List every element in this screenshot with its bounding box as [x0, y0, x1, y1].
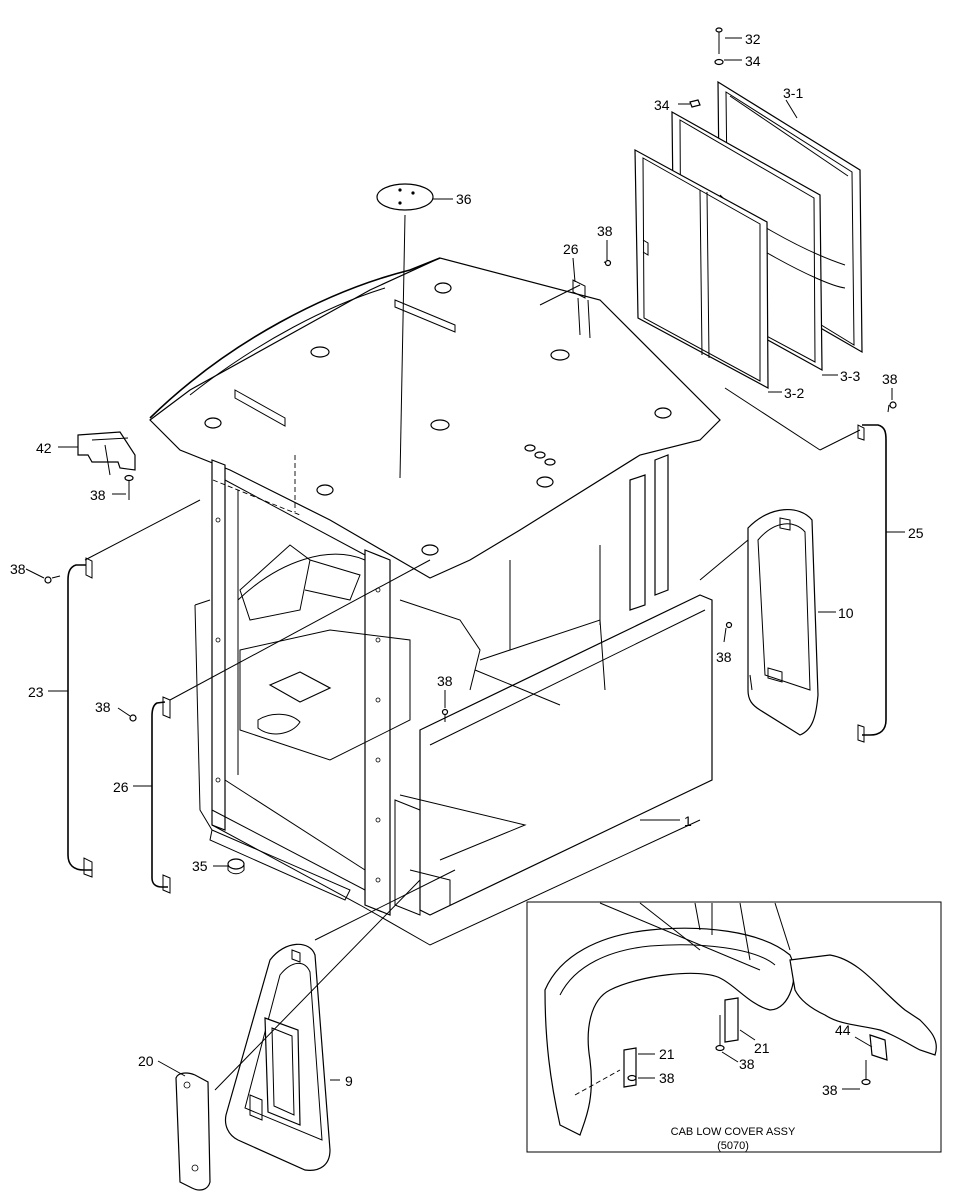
- label-38h: 38: [659, 1070, 675, 1086]
- label-38j: 38: [822, 1082, 838, 1098]
- leader-lines: [25, 37, 905, 1091]
- handrail-upper: [572, 259, 612, 339]
- label-38g: 38: [95, 699, 111, 715]
- roof-cap: [376, 183, 434, 479]
- label-21a: 21: [659, 1046, 675, 1062]
- cab-frame-assembly: [149, 257, 721, 946]
- label-38e: 38: [716, 649, 732, 665]
- label-34b: 34: [654, 97, 670, 113]
- label-38b: 38: [882, 371, 898, 387]
- inset-caption: CAB LOW COVER ASSY: [671, 1126, 796, 1138]
- inset-code: (5070): [717, 1140, 749, 1152]
- label-38f: 38: [437, 673, 453, 689]
- label-36: 36: [456, 191, 472, 207]
- washer-34: [714, 58, 724, 66]
- bracket-42: [77, 431, 136, 500]
- label-42: 42: [36, 440, 52, 456]
- label-25: 25: [908, 525, 924, 541]
- label-38c: 38: [90, 487, 106, 503]
- label-35: 35: [192, 858, 208, 874]
- label-9: 9: [345, 1073, 353, 1089]
- washer-34b: [689, 99, 701, 108]
- rear-right-pillar: [629, 474, 646, 611]
- handrail-left-long: [44, 557, 93, 878]
- label-23: 23: [28, 684, 44, 700]
- label-10: 10: [838, 605, 854, 621]
- label-3-1: 3-1: [783, 85, 803, 101]
- front-center-pillar: [364, 549, 391, 916]
- handrail-right: [857, 401, 897, 743]
- label-21b: 21: [754, 1040, 770, 1056]
- label-26a: 26: [563, 241, 579, 257]
- label-26b: 26: [113, 779, 129, 795]
- label-34a: 34: [745, 53, 761, 69]
- label-38a: 38: [597, 223, 613, 239]
- floor-deck: [239, 629, 411, 761]
- window-assembly: [634, 27, 863, 390]
- inset-cab-low-cover: [526, 901, 942, 1153]
- label-3-2: 3-2: [784, 385, 804, 401]
- lower-side-panel: [419, 594, 713, 916]
- cab-mount: [227, 858, 245, 875]
- roof-rail: [149, 257, 441, 419]
- roof-mounts: [204, 282, 672, 556]
- label-38d: 38: [10, 561, 26, 577]
- label-32: 32: [745, 31, 761, 47]
- label-1: 1: [684, 813, 692, 829]
- cover-plate: [175, 1072, 211, 1191]
- label-3-3: 3-3: [840, 368, 860, 384]
- label-38i: 38: [739, 1056, 755, 1072]
- handrail-left-short: [129, 696, 171, 894]
- rear-side-cover: [747, 509, 819, 736]
- label-44: 44: [835, 1022, 851, 1038]
- bolts-38: [441, 621, 733, 722]
- label-20: 20: [138, 1053, 154, 1069]
- part-labels: 32 34 34 3-1 36 26 38 3-3 3-2 38 42 38 2…: [10, 31, 924, 1152]
- roof-plate: [149, 257, 721, 579]
- front-left-pillar: [211, 459, 226, 831]
- front-side-cover: [224, 943, 331, 1171]
